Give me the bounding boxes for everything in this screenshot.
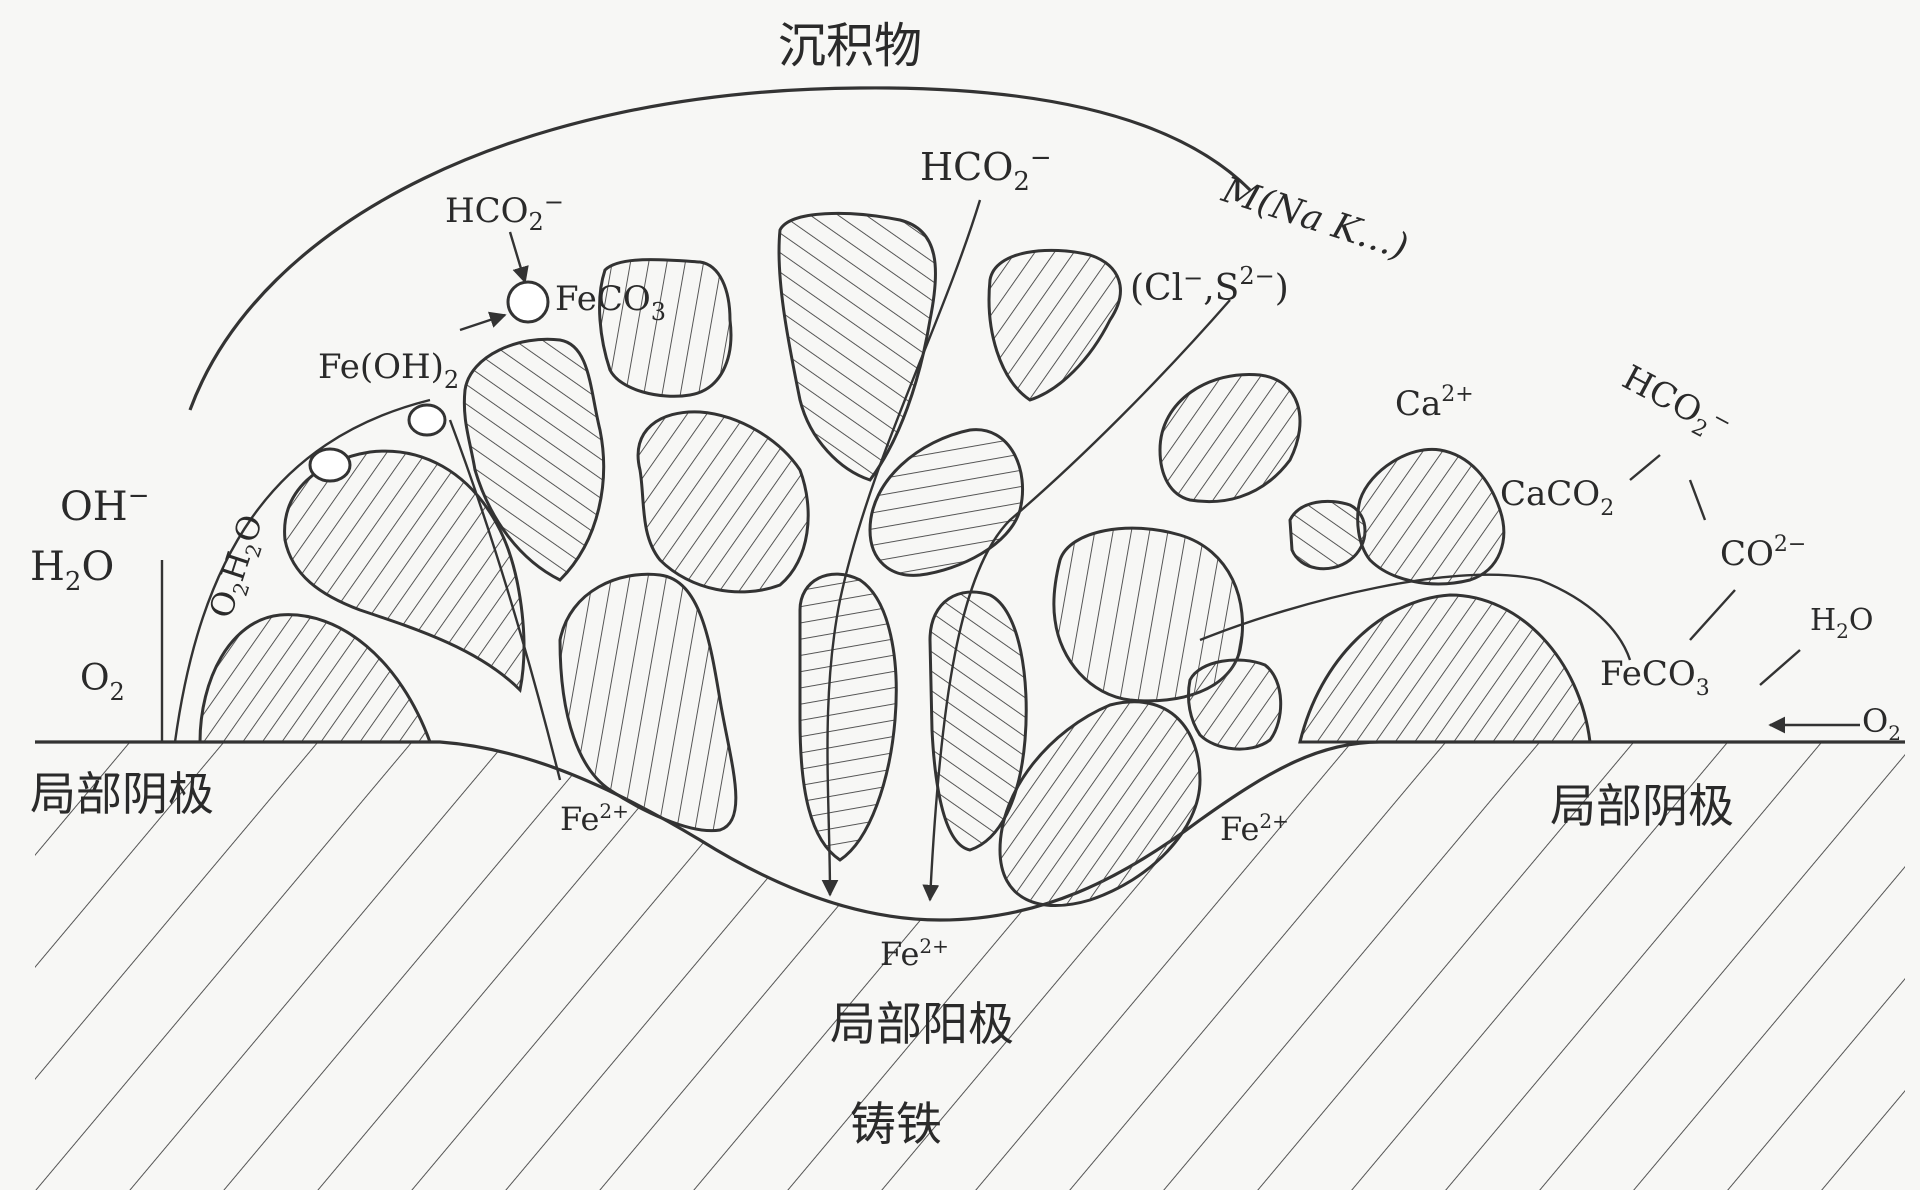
label-h2o-left: H2O <box>30 544 114 597</box>
label-feoh2: Fe(OH)2 <box>318 347 459 394</box>
label-m-ions: M(Na K…) <box>1216 169 1413 268</box>
label-fe-bottom: Fe2+ <box>880 934 949 973</box>
label-cathode-left: 局部阴极 <box>30 767 214 821</box>
svg-text:HCO2−: HCO2− <box>1613 358 1737 452</box>
feoh2-arrow <box>459 311 507 332</box>
label-deposit: 沉积物 <box>778 18 922 74</box>
label-cast-iron: 铸铁 <box>850 1097 942 1151</box>
label-hco2-top: HCO2− <box>920 143 1052 197</box>
flow-lines <box>448 199 1632 902</box>
hco2-co-line <box>1688 479 1707 521</box>
deposit-dome <box>188 86 1252 411</box>
deposit-inner-outline <box>173 398 431 743</box>
label-co2: CO2− <box>1720 532 1806 574</box>
label-fe-left: Fe2+ <box>560 799 629 838</box>
label-oh: OH− <box>60 481 149 530</box>
label-o2h2o: O2H2O <box>201 510 275 624</box>
label-fe-right: Fe2+ <box>1220 809 1289 848</box>
label-feco3-left: FeCO3 <box>555 279 666 326</box>
label-feco3-right: FeCO3 <box>1600 654 1710 701</box>
co-feco3-line <box>1689 589 1736 641</box>
hco2-arrow <box>508 231 529 284</box>
label-hco2-left: HCO2− <box>445 188 564 236</box>
label-cl-s: (Cl−,S2−) <box>1130 262 1289 309</box>
label-o2-left: O2 <box>80 658 125 706</box>
h2o-line <box>1759 649 1801 686</box>
label-anode-bottom: 局部阳极 <box>830 997 1014 1051</box>
svg-text:M(Na K…): M(Na K…) <box>1216 169 1413 268</box>
svg-text:O2H2O: O2H2O <box>201 510 275 624</box>
caco2-hco2-line <box>1629 454 1661 481</box>
label-o2-right: O2 <box>1862 702 1901 745</box>
label-hco2-right: HCO2− <box>1613 358 1737 452</box>
label-h2o-right: H2O <box>1810 603 1874 643</box>
label-cathode-right: 局部阴极 <box>1550 779 1734 833</box>
label-ca: Ca2+ <box>1395 382 1474 424</box>
deposit-particles <box>198 211 1592 908</box>
cast-iron-body <box>35 740 1905 1190</box>
label-caco2: CaCO2 <box>1500 474 1614 521</box>
